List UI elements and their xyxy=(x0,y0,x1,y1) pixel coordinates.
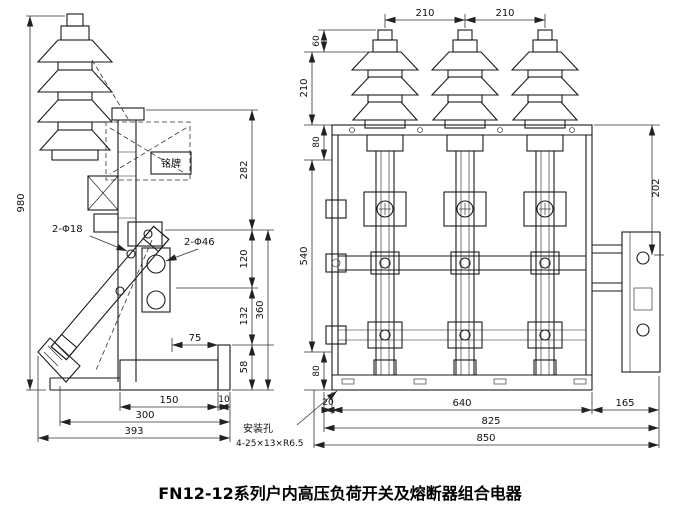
front-side-assembly xyxy=(592,231,661,373)
nameplate-box xyxy=(150,151,192,175)
front-dim-640-label: 640 xyxy=(452,398,471,409)
side-dim-360-label: 360 xyxy=(255,300,266,319)
side-dim-300-label: 300 xyxy=(135,410,154,421)
front-view: 210 210 60 210 80 540 80 202 20 640 165 … xyxy=(236,8,664,449)
side-dim-150-label: 150 xyxy=(159,395,178,406)
side-hole-46-label: 2-Φ46 xyxy=(184,237,215,248)
side-dim-980-label: 980 xyxy=(16,193,27,212)
front-dim-80-upper-label: 80 xyxy=(312,136,322,148)
mount-hole-spec: 4-25×13×R6.5 xyxy=(236,439,304,449)
mount-hole-title: 安装孔 xyxy=(243,422,273,435)
side-contact-foot xyxy=(37,337,81,383)
side-dim-58-label: 58 xyxy=(239,361,250,374)
front-frame xyxy=(325,124,593,391)
front-fuse-column-2 xyxy=(443,134,487,376)
side-dim-393-label: 393 xyxy=(124,426,143,437)
side-view: 铭牌 xyxy=(16,13,274,442)
front-dim-825-label: 825 xyxy=(481,416,500,427)
front-dim-210b-label: 210 xyxy=(495,8,514,19)
side-fuse-mount xyxy=(115,247,171,313)
side-dim-10-label: 10 xyxy=(218,395,230,405)
side-fuse-alt-position xyxy=(95,239,153,371)
front-insulator-2 xyxy=(430,29,500,129)
front-dim-210-left-label: 210 xyxy=(299,78,310,97)
front-dim-540-label: 540 xyxy=(299,246,310,265)
front-fuse-column-3 xyxy=(523,134,567,376)
front-fuse-column-1 xyxy=(363,134,407,376)
side-dim-75-label: 75 xyxy=(189,333,202,344)
front-dim-80-lower-label: 80 xyxy=(312,365,322,377)
side-dim-282-label: 282 xyxy=(239,160,250,179)
front-dimensions xyxy=(296,14,664,449)
front-dim-60-label: 60 xyxy=(312,35,322,47)
side-fuse-tube xyxy=(50,225,170,361)
front-dim-202-label: 202 xyxy=(651,178,662,197)
front-insulator-3 xyxy=(510,29,580,129)
technical-drawing: 铭牌 xyxy=(16,8,664,449)
side-column xyxy=(87,107,163,382)
side-insulator xyxy=(36,13,114,161)
side-dim-132-label: 132 xyxy=(239,306,250,325)
front-dim-210a-label: 210 xyxy=(415,8,434,19)
drawing-title: FN12-12系列户内高压负荷开关及熔断器组合电器 xyxy=(158,484,522,503)
side-dim-120-label: 120 xyxy=(239,249,250,268)
front-dim-20-label: 20 xyxy=(322,398,334,408)
side-mechanism-housing xyxy=(91,59,191,181)
side-dimensions xyxy=(26,15,274,442)
front-dim-165-label: 165 xyxy=(615,398,634,409)
side-hole-18-label: 2-Φ18 xyxy=(52,224,83,235)
front-dim-850-label: 850 xyxy=(476,433,495,444)
nameplate-label: 铭牌 xyxy=(161,157,181,170)
side-base xyxy=(49,344,231,391)
front-insulator-1 xyxy=(350,29,420,129)
